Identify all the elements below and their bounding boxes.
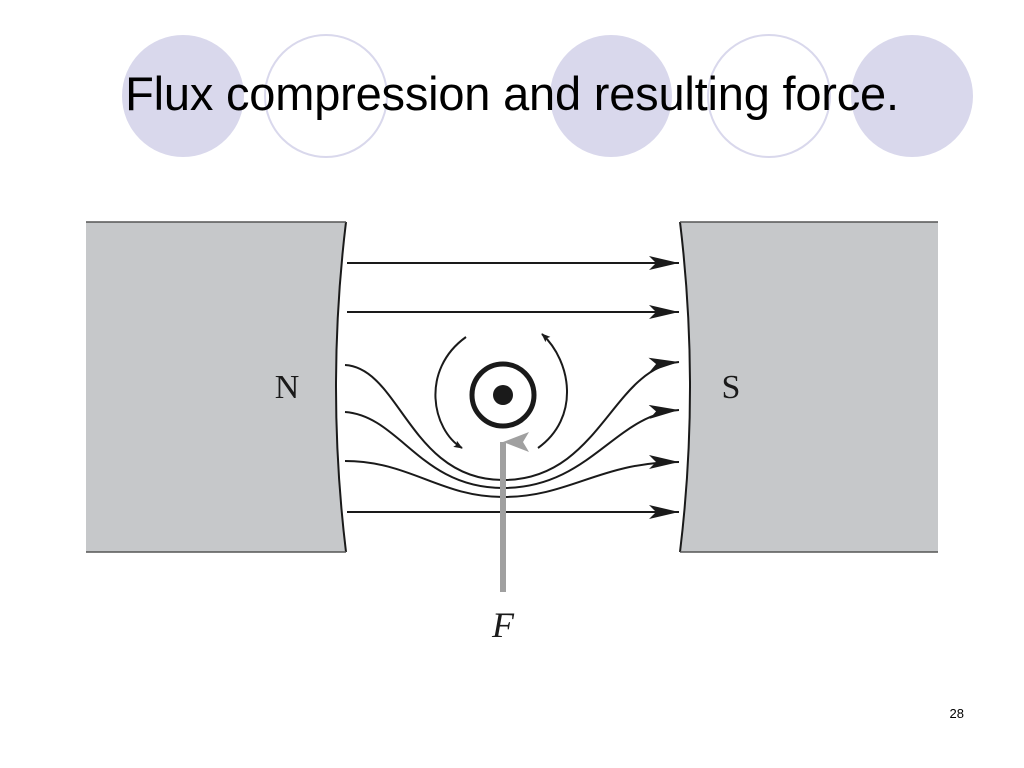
north-pole-edge <box>335 221 347 553</box>
deco-circle-filled-1 <box>122 35 244 157</box>
current-out-of-page-icon <box>469 361 537 429</box>
force-label: F <box>491 605 515 645</box>
deco-circle-outline-2 <box>707 34 831 158</box>
south-pole-label: S <box>722 369 741 406</box>
south-pole-piece <box>680 222 938 552</box>
south-pole-edge <box>679 221 691 553</box>
circulating-field-left <box>434 336 467 449</box>
north-pole-label: N <box>275 369 300 406</box>
deco-circle-filled-3 <box>851 35 973 157</box>
circulating-field-right <box>537 333 568 449</box>
north-pole-piece <box>86 222 346 552</box>
slide-title: Flux compression and resulting force. <box>125 67 899 120</box>
header-decoration <box>122 34 973 158</box>
deco-circle-outline-1 <box>264 34 388 158</box>
page-number: 28 <box>949 706 964 721</box>
deco-circle-filled-2 <box>550 35 672 157</box>
